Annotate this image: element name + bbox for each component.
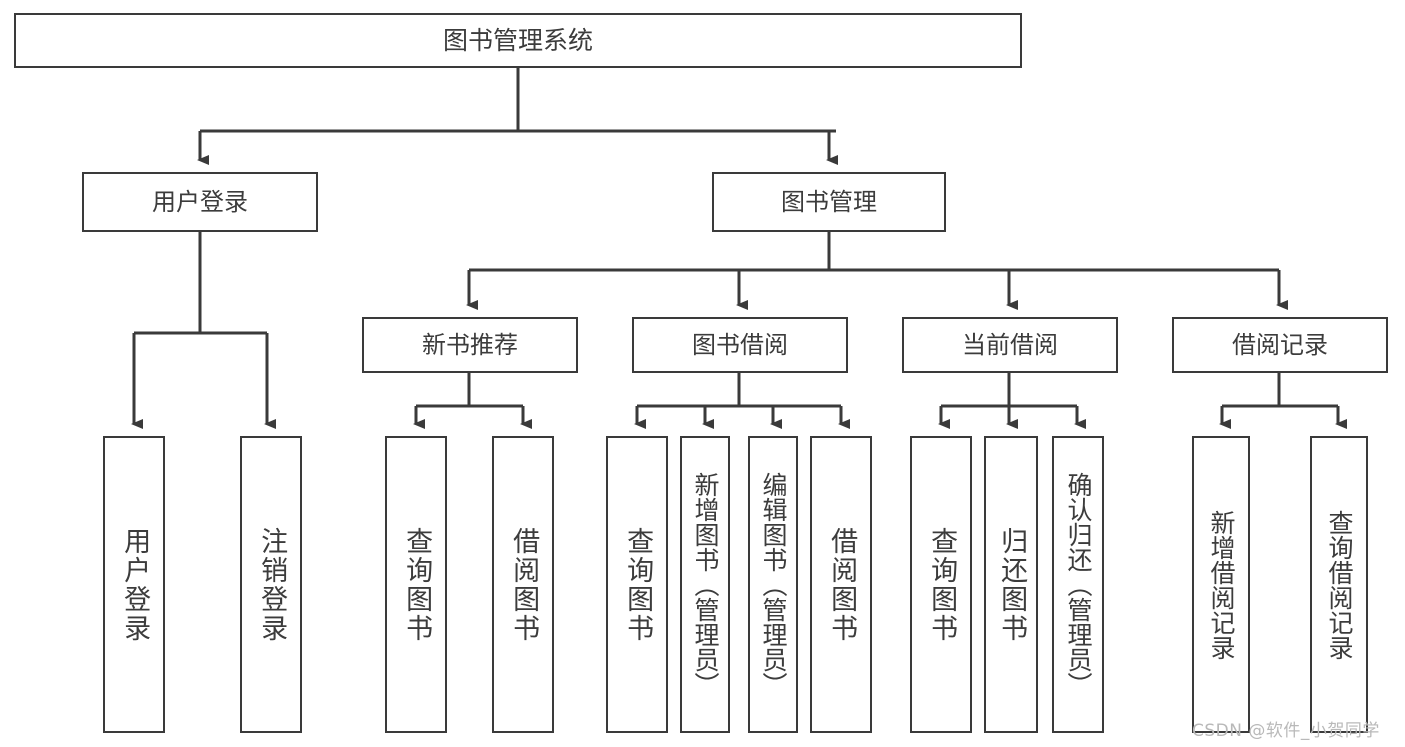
leaf-query-borrow-record[interactable]: 查询借阅记录 [1310,436,1368,733]
node-user-login[interactable]: 用户登录 [82,172,318,232]
node-label: 借阅图书 [826,526,858,643]
leaf-add-book-admin[interactable]: 新增图书（管理员） [680,436,730,733]
leaf-borrow-book[interactable]: 借阅图书 [810,436,872,733]
node-label: 图书管理 [781,187,877,216]
node-book-borrow[interactable]: 图书借阅 [632,317,848,373]
leaf-borrow-book-recommend[interactable]: 借阅图书 [492,436,554,733]
watermark: CSDN @软件_小贺同学 [1192,721,1380,741]
leaf-query-book-recommend[interactable]: 查询图书 [385,436,447,733]
node-current-borrow[interactable]: 当前借阅 [902,317,1118,373]
node-label: 新增图书（管理员） [691,472,720,697]
node-label: 查询图书 [926,526,958,643]
node-label: 归还图书 [996,526,1028,643]
node-label: 图书借阅 [692,330,788,359]
node-label: 新增借阅记录 [1207,509,1236,660]
node-label: 借阅图书 [508,526,540,643]
node-root[interactable]: 图书管理系统 [14,13,1022,68]
leaf-add-borrow-record[interactable]: 新增借阅记录 [1192,436,1250,733]
leaf-logout[interactable]: 注销登录 [240,436,302,733]
node-label: 用户登录 [152,187,248,216]
node-label: 查询图书 [401,526,433,643]
leaf-return-book[interactable]: 归还图书 [984,436,1038,733]
leaf-user-login[interactable]: 用户登录 [103,436,165,733]
node-label: 查询图书 [622,526,654,643]
leaf-query-book-current[interactable]: 查询图书 [910,436,972,733]
node-borrow-record[interactable]: 借阅记录 [1172,317,1388,373]
node-label: 编辑图书（管理员） [759,472,788,697]
node-label: 图书管理系统 [442,25,593,55]
node-book-management[interactable]: 图书管理 [712,172,946,232]
node-label: 注销登录 [256,526,288,643]
leaf-query-book-borrow[interactable]: 查询图书 [606,436,668,733]
node-label: 确认归还（管理员） [1064,472,1093,697]
node-label: 借阅记录 [1232,330,1328,359]
node-new-book-recommend[interactable]: 新书推荐 [362,317,578,373]
node-label: 查询借阅记录 [1325,509,1354,660]
node-label: 用户登录 [119,526,151,643]
node-label: 新书推荐 [422,330,518,359]
leaf-edit-book-admin[interactable]: 编辑图书（管理员） [748,436,798,733]
node-label: 当前借阅 [962,330,1058,359]
leaf-confirm-return-admin[interactable]: 确认归还（管理员） [1052,436,1104,733]
